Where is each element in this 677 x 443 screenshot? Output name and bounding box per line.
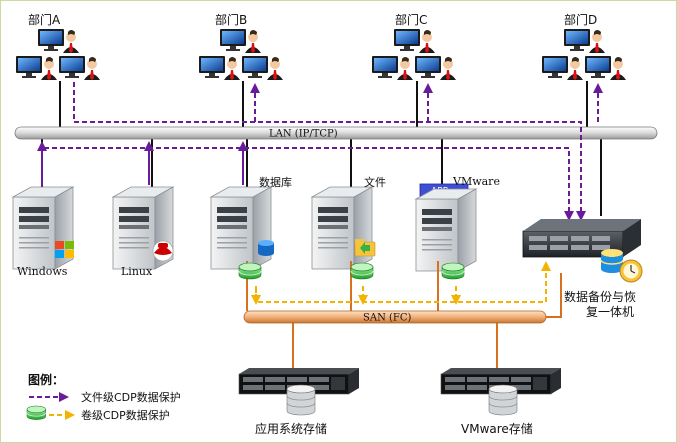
disk-stack-icon (488, 384, 518, 416)
legend-volume-level-text: 卷级CDP数据保护 (81, 408, 170, 422)
cdp-disk-icon (441, 262, 465, 280)
lan-bus: LAN (IP/TCP) (14, 126, 658, 140)
folder-icon (354, 239, 376, 257)
clock-icon (619, 259, 643, 283)
database-icon (258, 240, 274, 256)
app-storage: 应用系统存储 (238, 367, 360, 436)
disk-stack-icon (286, 384, 316, 416)
cdp-disk-icon (238, 262, 262, 280)
app-storage-label: 应用系统存储 (255, 421, 327, 436)
server-database: 数据库 (210, 175, 292, 270)
legend: 图例： 文件级CDP数据保护 卷级CDP数据保护 (26, 372, 181, 422)
file-label: 文件 (364, 175, 386, 189)
legend-title: 图例： (28, 372, 64, 387)
lan-label: LAN (IP/TCP) (269, 129, 338, 140)
user-monitor-icon (220, 29, 261, 53)
dept-b-users (199, 29, 283, 80)
dept-c-users (372, 29, 456, 80)
user-monitor-icon (542, 56, 583, 80)
user-monitor-icon (564, 29, 605, 53)
user-monitor-icon (415, 56, 456, 80)
rack-appliance-icon (522, 219, 641, 258)
user-monitor-icon (199, 56, 240, 80)
linux-label: Linux (121, 265, 153, 278)
san-label: SAN (FC) (363, 313, 411, 324)
legend-file-level-text: 文件级CDP数据保护 (81, 390, 181, 404)
san-connectors (246, 261, 562, 373)
user-monitor-icon (242, 56, 283, 80)
vmware-label: VMware (452, 175, 500, 188)
dept-d-users (542, 29, 626, 80)
windows-logo-icon (55, 241, 74, 258)
backup-appliance: 数据备份与恢 复一体机 (522, 219, 643, 319)
user-monitor-icon (372, 56, 413, 80)
server-linux: Linux (112, 186, 174, 278)
user-monitor-icon (59, 56, 100, 80)
backup-label-line1: 数据备份与恢 (564, 289, 636, 304)
dept-c-label: 部门C (395, 12, 427, 27)
volume-level-cdp-paths (251, 261, 551, 305)
user-monitor-icon (585, 56, 626, 80)
windows-label: Windows (17, 265, 68, 278)
dept-b-label: 部门B (215, 12, 247, 27)
database-label: 数据库 (259, 175, 292, 189)
user-monitor-icon (394, 29, 435, 53)
dept-a-label: 部门A (28, 12, 61, 27)
cdp-disk-icon (350, 262, 374, 280)
vmware-storage: VMware存储 (440, 367, 562, 436)
backup-label-line2: 复一体机 (586, 305, 634, 319)
tower-server-icon (210, 186, 272, 270)
san-bus: SAN (FC) (243, 310, 547, 324)
database-icon (600, 249, 624, 273)
tower-server-icon (311, 186, 373, 270)
file-level-cdp-paths (37, 82, 603, 221)
user-monitor-icon (16, 56, 57, 80)
redhat-logo-icon (152, 240, 174, 262)
dept-a-users (16, 29, 100, 80)
server-windows: Windows (12, 186, 74, 278)
vmware-storage-label: VMware存储 (461, 421, 533, 436)
dept-d-label: 部门D (564, 12, 597, 27)
legend-cdp-disk-icon (26, 405, 47, 421)
tower-server-icon (415, 188, 477, 272)
user-monitor-icon (38, 29, 79, 53)
server-file: 文件 (311, 175, 386, 270)
server-vmware: APP VM VMware (415, 175, 500, 272)
